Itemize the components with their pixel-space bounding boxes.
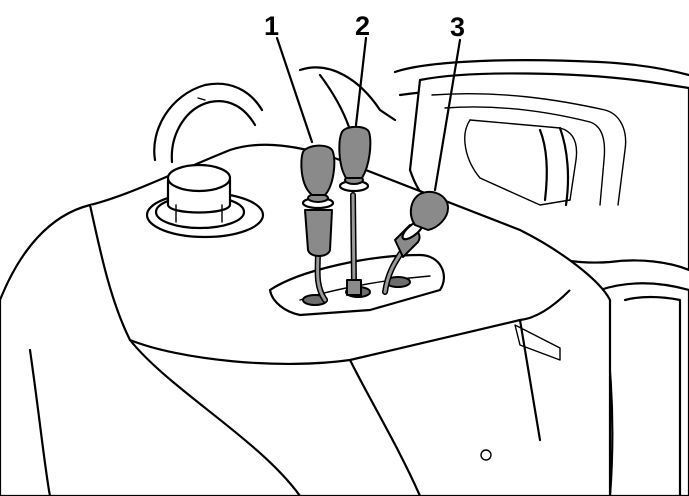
lever-3 bbox=[382, 190, 449, 295]
lever-1 bbox=[300, 144, 336, 303]
leader-lines bbox=[275, 36, 462, 192]
fuel-cap bbox=[145, 163, 265, 239]
callout-1: 1 bbox=[264, 11, 279, 41]
callout-2: 2 bbox=[355, 11, 370, 41]
lever-2 bbox=[338, 125, 372, 296]
callout-3: 3 bbox=[450, 12, 465, 42]
